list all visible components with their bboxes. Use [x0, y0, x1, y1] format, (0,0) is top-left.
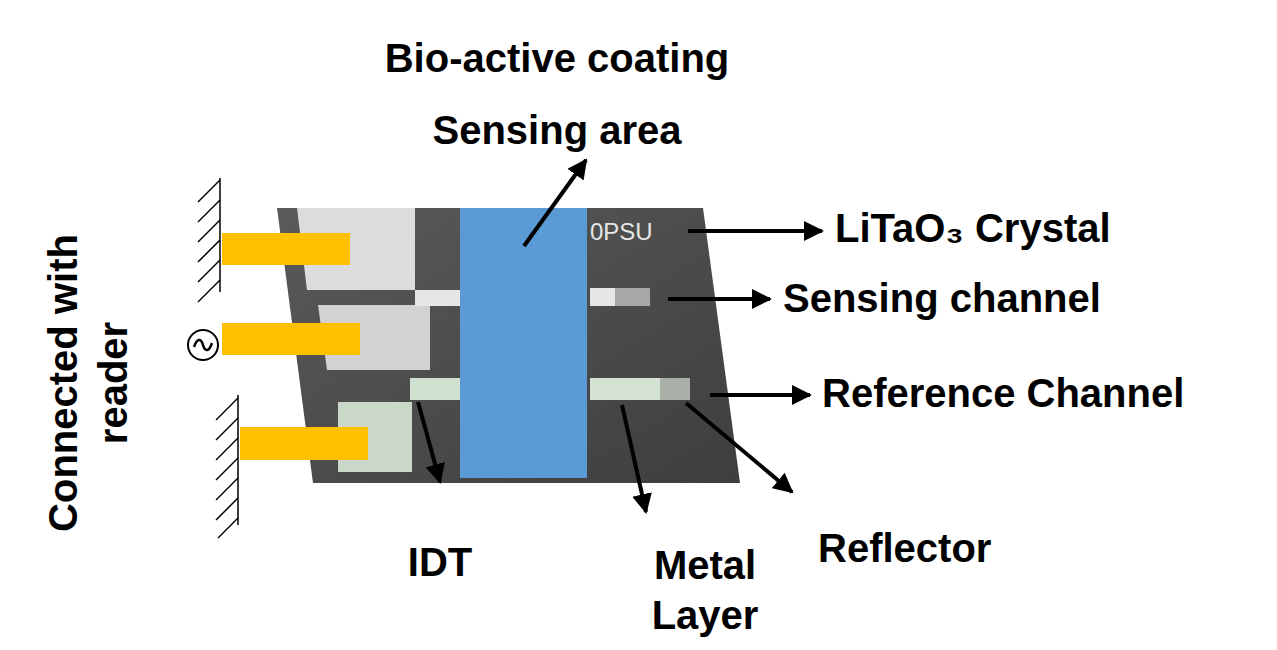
callout-label: IDT [408, 537, 472, 587]
crystal-marking: 0PSU [590, 217, 653, 247]
idt [415, 290, 460, 306]
rotated-label: Connected with reader [38, 223, 138, 543]
ac-source-symbol [188, 330, 218, 360]
contact-wire [222, 233, 350, 265]
bio-active-coating [460, 208, 587, 478]
callout-label: LiTaO₃ Crystal [835, 203, 1111, 253]
callout-label: Sensing channel [783, 273, 1101, 323]
contact-wire [240, 427, 368, 460]
idt [410, 378, 460, 400]
reflector [615, 288, 650, 306]
leader-arrow [418, 160, 822, 512]
callout-label: Reflector [818, 523, 991, 573]
callout-label: Metal Layer [640, 540, 770, 640]
metal-layer [590, 288, 615, 306]
callout-label: Sensing area [432, 105, 681, 155]
contact-wire [222, 323, 360, 355]
callout-label: Bio-active coating [385, 33, 730, 83]
metal-layer [590, 378, 660, 400]
reflector [660, 378, 690, 400]
callout-label: Reference Channel [822, 368, 1184, 418]
